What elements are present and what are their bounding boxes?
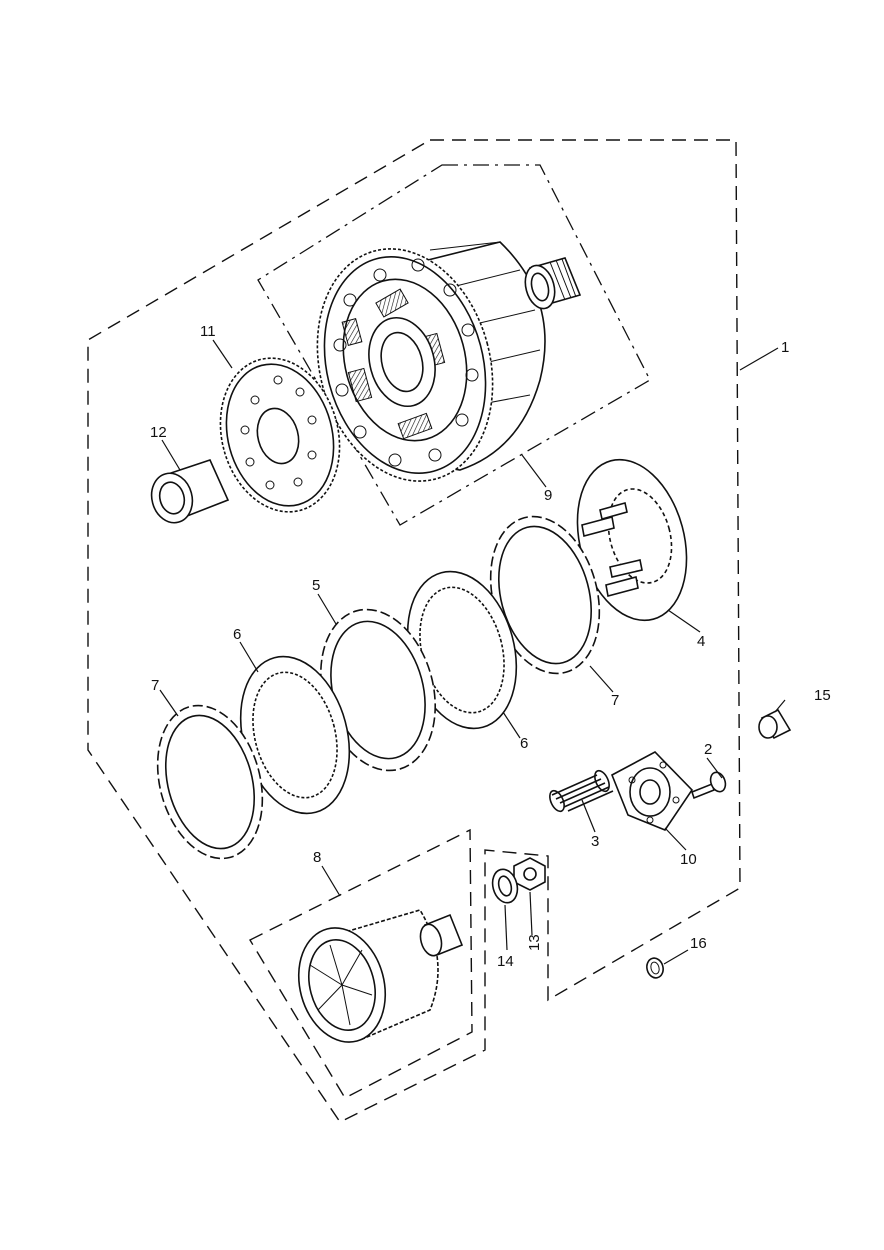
callout-3: 3 — [591, 833, 599, 850]
callout-8: 8 — [313, 849, 321, 866]
friction-plate-upper-right — [489, 515, 601, 675]
callout-10: 10 — [680, 851, 697, 868]
clutch-spring — [549, 769, 614, 813]
callout-6-lower-right: 6 — [520, 735, 528, 752]
callout-2: 2 — [704, 741, 712, 758]
gear-holes — [333, 258, 479, 467]
callout-16: 16 — [690, 935, 707, 952]
callout-labels: 1 2 3 4 5 6 6 7 7 8 9 10 11 12 13 14 15 … — [150, 323, 831, 970]
callout-1: 1 — [781, 339, 789, 356]
callout-9: 9 — [544, 487, 552, 504]
callout-7-right: 7 — [611, 692, 619, 709]
hub-needle-bearing — [419, 913, 464, 957]
friction-plate-lower-left — [156, 704, 264, 860]
callout-11: 11 — [200, 323, 216, 340]
callout-12: 12 — [150, 424, 167, 441]
callout-15: 15 — [814, 687, 831, 704]
needle-roller-bearing — [524, 257, 582, 310]
callout-13: 13 — [526, 934, 543, 951]
pressure-plate — [576, 458, 688, 622]
clutch-basket-assembly — [316, 241, 546, 482]
lifter-bearing-plate — [610, 751, 694, 831]
plug — [758, 708, 792, 740]
bolt — [691, 771, 727, 800]
assembly-boundary-outline — [87, 139, 741, 1123]
circlip — [646, 957, 664, 979]
washer — [491, 868, 519, 904]
callout-4: 4 — [697, 633, 705, 650]
callout-5: 5 — [312, 577, 320, 594]
clutch-hub — [297, 909, 439, 1043]
callout-14: 14 — [497, 953, 514, 970]
oil-pump-drive-gear — [219, 357, 341, 513]
spacer-bush — [150, 459, 230, 524]
pressure-plate-studs — [581, 502, 643, 597]
hex-nut — [513, 857, 546, 891]
callout-6-upper-left: 6 — [233, 626, 241, 643]
clutch-hub-group-outline — [249, 828, 473, 1099]
leader-lines — [159, 339, 786, 965]
callout-7-left: 7 — [151, 677, 159, 694]
